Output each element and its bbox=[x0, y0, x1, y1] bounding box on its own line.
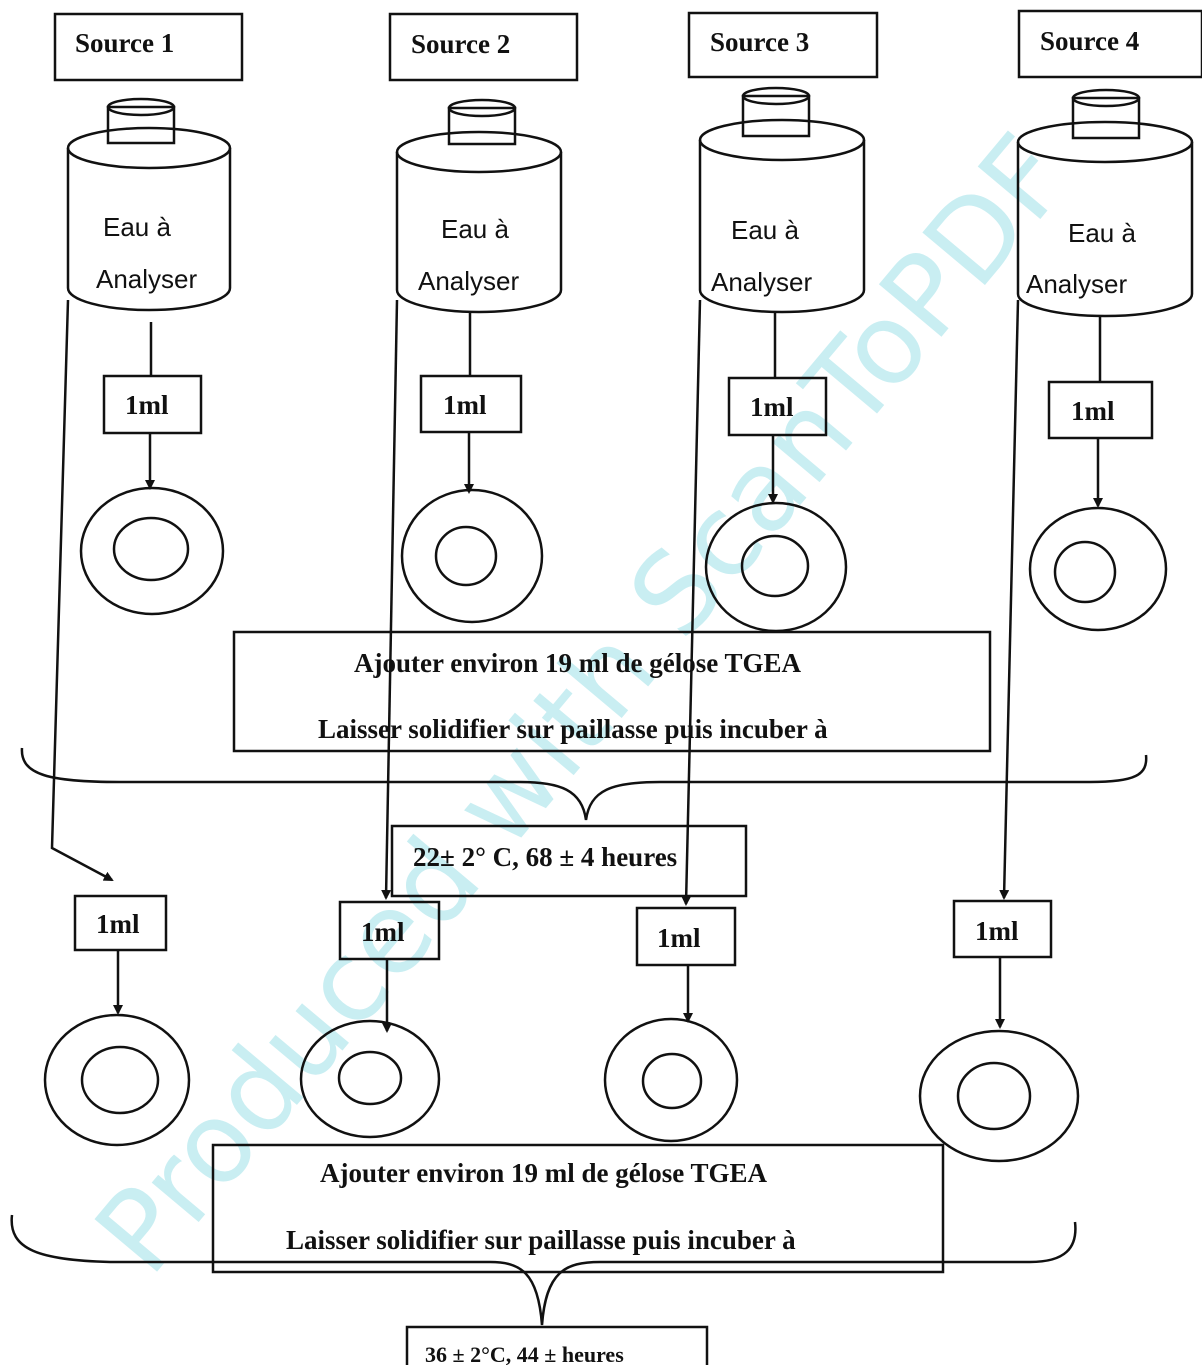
step1-condition: 22± 2° C, 68 ± 4 heures bbox=[413, 842, 677, 872]
bottom-volume-label-4: 1ml bbox=[975, 916, 1019, 946]
petri-dish-bottom-1 bbox=[45, 1015, 189, 1145]
bottle-3-text-line1: Eau à bbox=[731, 215, 799, 245]
bottom-volume-label-3: 1ml bbox=[657, 923, 701, 953]
top-volume-label-1: 1ml bbox=[125, 390, 169, 420]
bottle-4-text-line2: Analyser bbox=[1026, 269, 1127, 299]
source-4-label: Source 4 bbox=[1040, 26, 1139, 56]
petri-dish-bottom-4 bbox=[920, 1031, 1078, 1161]
top-volume-label-2: 1ml bbox=[443, 390, 487, 420]
petri-dish-bottom-3 bbox=[605, 1019, 737, 1141]
step2-condition: 36 ± 2°C, 44 ± heures bbox=[425, 1342, 624, 1365]
bottle-4-text-line1: Eau à bbox=[1068, 218, 1136, 248]
bottle-2-text-line1: Eau à bbox=[441, 214, 509, 244]
step2-line2: Laisser solidifier sur paillasse puis in… bbox=[286, 1225, 796, 1255]
step1-line1: Ajouter environ 19 ml de gélose TGEA bbox=[354, 648, 801, 678]
source-2-label: Source 2 bbox=[411, 29, 510, 59]
step2-line1: Ajouter environ 19 ml de gélose TGEA bbox=[320, 1158, 767, 1188]
top-volume-label-4: 1ml bbox=[1071, 396, 1115, 426]
petri-dish-top-2 bbox=[402, 490, 542, 622]
bottle-3-text-line2: Analyser bbox=[711, 267, 812, 297]
source-1-label: Source 1 bbox=[75, 28, 174, 58]
watermark: Produced with ScanToPDF bbox=[71, 112, 1095, 1298]
petri-dish-top-1 bbox=[81, 488, 223, 614]
source-3-label: Source 3 bbox=[710, 27, 809, 57]
petri-dish-top-4 bbox=[1030, 508, 1166, 630]
bottle-1-text-line1: Eau à bbox=[103, 212, 171, 242]
bottle-2-text-line2: Analyser bbox=[418, 266, 519, 296]
bottom-volume-label-1: 1ml bbox=[96, 909, 140, 939]
bottom-volume-label-2: 1ml bbox=[361, 917, 405, 947]
bottle-1-text-line2: Analyser bbox=[96, 264, 197, 294]
top-volume-label-3: 1ml bbox=[750, 392, 794, 422]
step1-line2: Laisser solidifier sur paillasse puis in… bbox=[318, 714, 828, 744]
